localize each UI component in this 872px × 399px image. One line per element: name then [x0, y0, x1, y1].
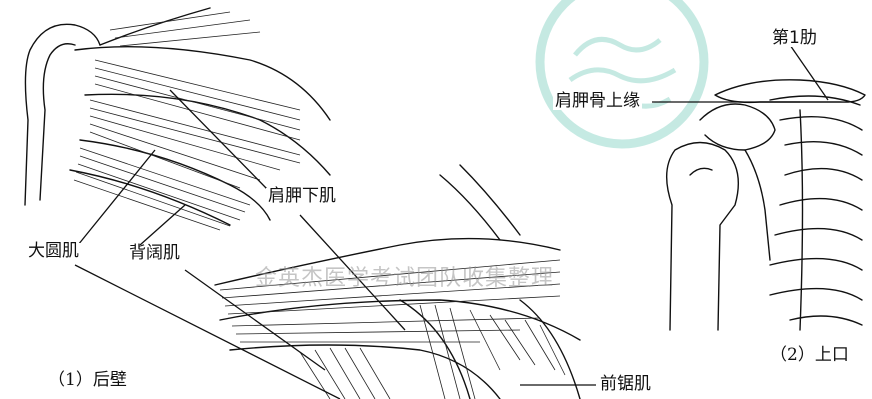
- watermark-text: 金英杰医学考试团队收集整理: [255, 266, 555, 291]
- subscapularis-fibers: [89, 11, 301, 189]
- caption-posterior-wall: （1）后壁: [48, 370, 127, 390]
- caption-superior-aperture: （2）上口: [770, 345, 849, 365]
- posterior-wall-drawing: [24, 7, 596, 399]
- teres-major-fibers: [73, 147, 251, 231]
- watermark-logo: [535, 0, 709, 149]
- humerus-right: [666, 141, 739, 331]
- label-serratus-anterior: 前锯肌: [598, 374, 653, 394]
- label-scapular-upper-border: 肩胛骨上缘: [553, 91, 642, 111]
- superior-aperture-drawing: [652, 44, 866, 331]
- label-teres-major: 大圆肌: [26, 241, 81, 261]
- label-subscapularis: 肩胛下肌: [266, 186, 338, 206]
- humerus-outline: [24, 23, 101, 206]
- label-first-rib: 第1肋: [770, 28, 819, 48]
- label-latissimus-dorsi: 背阔肌: [127, 243, 182, 263]
